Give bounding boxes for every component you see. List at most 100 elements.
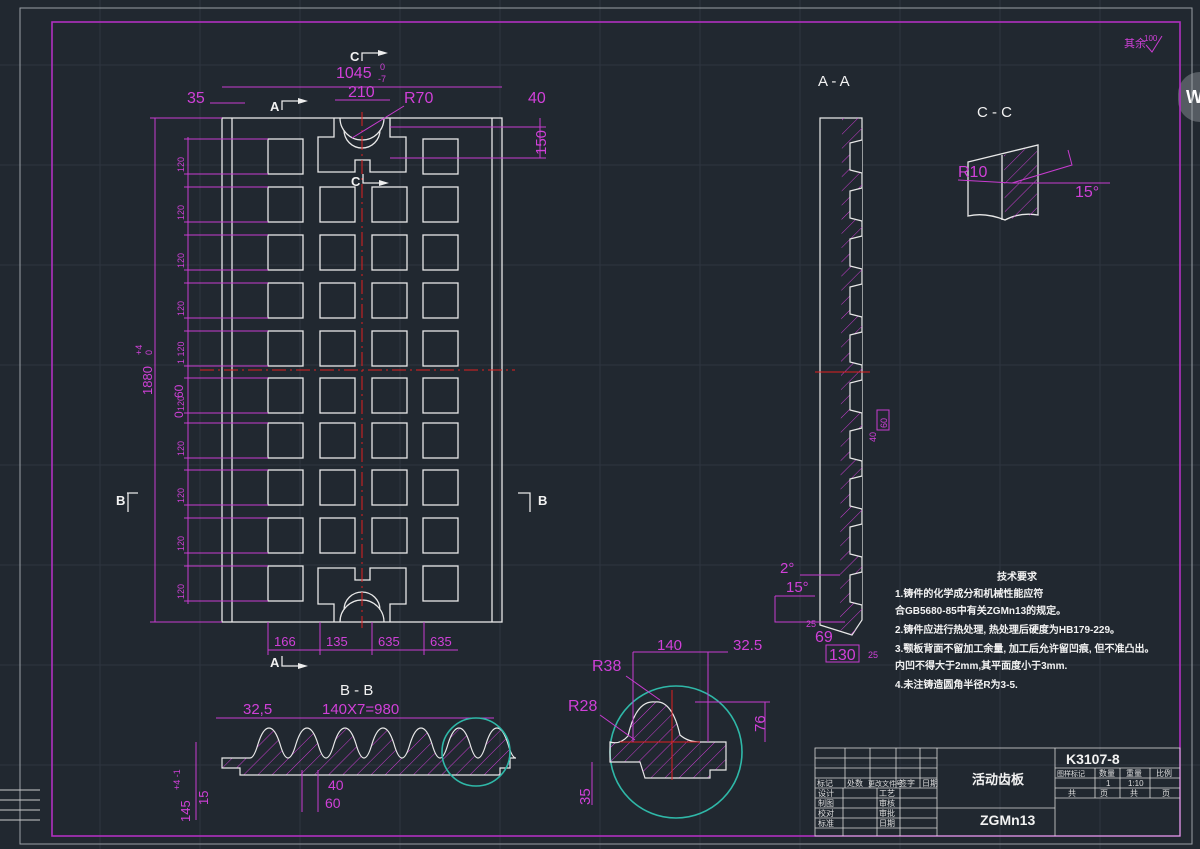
section-mark-c-mid: C	[351, 174, 361, 189]
title-block	[814, 747, 1181, 837]
bottom-dim-label: 635	[378, 634, 400, 649]
tech-req-line: 4.未注铸造圆角半径R为3-5.	[895, 678, 1018, 691]
tech-req-line: 合GB5680-85中有关ZGMn13的规定。	[894, 604, 1066, 617]
dim-0: 0	[172, 411, 186, 418]
dim-height: 1880	[140, 366, 155, 395]
window-opening	[267, 422, 304, 459]
tb-label: 数量	[1099, 768, 1115, 778]
dim-aa-40: 40	[868, 432, 878, 442]
dim-r28: R28	[568, 698, 597, 715]
tb-pages: 页	[1162, 789, 1170, 798]
dim-2deg: 2°	[780, 560, 794, 577]
row-dim-label: 120	[176, 441, 186, 456]
section-cc-title: C - C	[977, 104, 1012, 121]
dim-35: 35	[187, 90, 205, 107]
window-opening	[267, 517, 304, 554]
part-name: 活动齿板	[972, 772, 1025, 787]
window-opening	[422, 138, 459, 175]
tb-label: 处数	[847, 778, 863, 788]
tech-req-line: 1.铸件的化学成分和机械性能应符	[895, 587, 1043, 600]
tb-quantity: 1	[1106, 779, 1111, 788]
roughness-b: 25	[868, 650, 878, 660]
window-opening	[267, 186, 304, 223]
outer-border	[19, 7, 1193, 845]
roughness-a: 25	[806, 619, 816, 629]
detail-view: 140 32.5 R38 R28 76 35	[568, 637, 770, 819]
tooth-recess	[849, 427, 863, 462]
section-aa-title: A - A	[818, 73, 850, 90]
window-opening	[422, 234, 459, 271]
tooth-recess	[849, 523, 863, 558]
corner-marks	[0, 789, 40, 821]
technical-requirements: 技术要求 1.铸件的化学成分和机械性能应符 合GB5680-85中有关ZGMn1…	[894, 570, 1154, 691]
roughness-note: 其余	[1124, 36, 1146, 50]
tb-pages: 共	[1068, 789, 1076, 798]
tb-label: 工艺	[879, 789, 895, 798]
row-dim-label: 1 120	[176, 341, 186, 364]
dim-aa-60: 60	[879, 418, 889, 428]
bottom-dim-label: 635	[430, 634, 452, 649]
dim-76: 76	[752, 715, 769, 732]
dim-bb-60: 60	[325, 795, 341, 811]
dim-130: 130	[829, 647, 856, 664]
section-a-a: A - A 2° 15° 25 69 130 25 60 40	[774, 73, 890, 664]
section-b-b: B - B 32,5 140X7=980 40 60 15 145 +4 -1	[172, 682, 517, 822]
tb-label: 日期	[879, 819, 895, 828]
window-opening	[371, 186, 408, 223]
window-opening	[267, 330, 304, 367]
window-opening	[319, 186, 356, 223]
dim-width-tol-upper: 0	[380, 62, 385, 72]
window-opening	[422, 565, 459, 602]
window-opening	[267, 469, 304, 506]
detail-circle-marker	[441, 717, 511, 787]
row-dim-label: 120	[176, 301, 186, 316]
dim-cc-15deg: 15°	[1075, 184, 1099, 201]
floating-badge[interactable]: W	[1178, 72, 1200, 122]
tb-label: 审核	[879, 798, 895, 808]
dim-bb-pitch: 140X7=980	[322, 701, 399, 718]
dim-r38: R38	[592, 658, 621, 675]
section-aa-teeth	[849, 139, 863, 606]
dim-40: 40	[528, 90, 546, 107]
window-opening	[422, 282, 459, 319]
dim-height-tol-lower: 0	[144, 350, 154, 355]
window-opening	[319, 330, 356, 367]
dim-width: 1045	[336, 65, 372, 82]
tb-label: 标准	[818, 818, 834, 828]
dim-210: 210	[348, 84, 375, 101]
dim-150: 150	[533, 130, 550, 155]
front-view: 1045 0 -7 35 210 R70 40 150 1880 +4 0 12…	[116, 49, 550, 670]
roughness-value: 100	[1144, 34, 1158, 43]
window-opening	[422, 330, 459, 367]
window-grid	[267, 138, 459, 602]
tooth-recess	[849, 379, 863, 414]
material: ZGMn13	[980, 812, 1035, 828]
tb-label: 签字	[899, 778, 915, 788]
dim-height-tol-upper: +4	[134, 345, 144, 355]
window-opening	[319, 377, 356, 414]
tech-req-line: 2.铸件应进行热处理, 热处理后硬度为HB179-229。	[895, 623, 1120, 636]
window-opening	[371, 234, 408, 271]
row-dim-label: 120	[176, 536, 186, 551]
dim-bb-32-5: 32,5	[243, 701, 272, 718]
dim-60: 60	[172, 384, 186, 398]
tb-label: 设计	[818, 788, 834, 798]
window-opening	[422, 422, 459, 459]
tooth-recess	[849, 331, 863, 366]
dim-bb-145: 145	[178, 800, 193, 822]
tooth-recess	[849, 187, 863, 222]
dim-detail-140: 140	[657, 637, 682, 654]
tb-weight: 1:10	[1128, 779, 1144, 788]
window-opening	[319, 422, 356, 459]
section-mark-b-left: B	[116, 493, 125, 508]
tb-pages: 页	[1100, 789, 1108, 798]
window-opening	[422, 517, 459, 554]
tb-label: 制图	[818, 798, 834, 808]
tooth-recess	[849, 235, 863, 270]
window-opening	[371, 469, 408, 506]
window-opening	[371, 377, 408, 414]
bottom-dim-label: 166	[274, 634, 296, 649]
roughness-symbol-icon	[1145, 35, 1163, 53]
